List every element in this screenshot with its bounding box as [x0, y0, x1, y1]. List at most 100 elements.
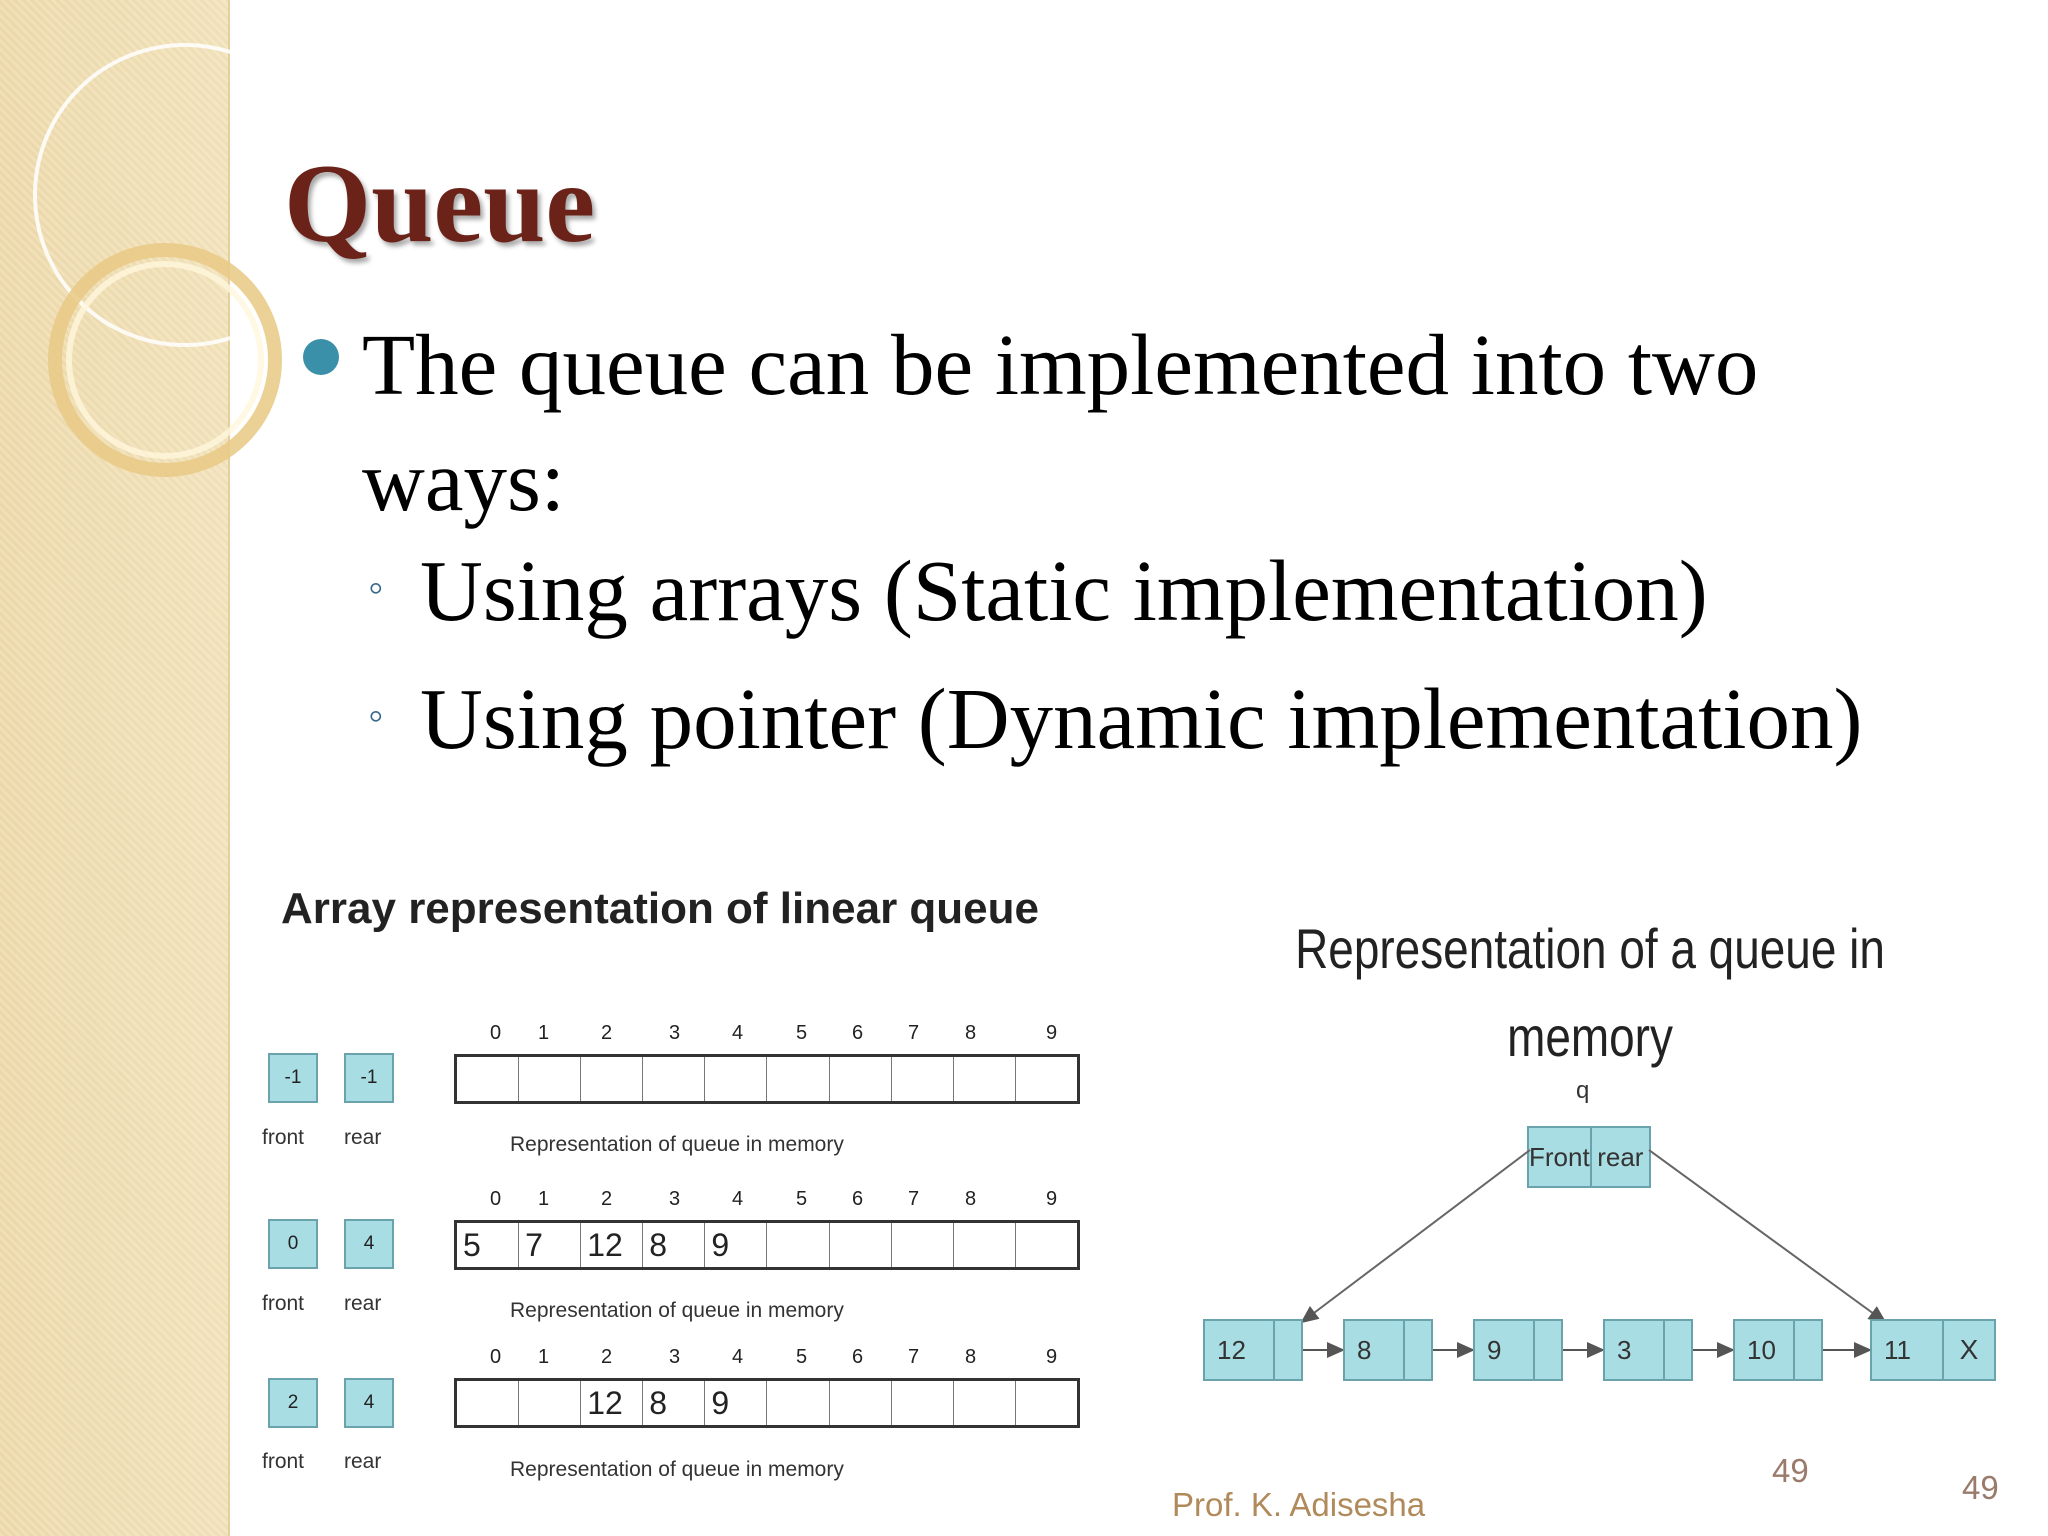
array-cell: [767, 1223, 830, 1267]
node-pointer: [1535, 1321, 1561, 1379]
node-pointer: [1795, 1321, 1821, 1379]
node-value: 11: [1872, 1321, 1944, 1379]
array-cell: [954, 1223, 1016, 1267]
array-index-label: 7: [908, 1188, 920, 1210]
list-node: 8: [1343, 1319, 1433, 1381]
array-cell: [457, 1057, 520, 1101]
array-index-label: 2: [601, 1188, 613, 1210]
rear-label: rear: [344, 1292, 382, 1315]
array-index-label: 5: [796, 1188, 808, 1210]
array-index-label: 6: [852, 1188, 864, 1210]
array-index-label: 5: [796, 1022, 808, 1044]
array-caption: Representation of queue in memory: [510, 1133, 844, 1156]
array-index-label: 0: [490, 1022, 502, 1044]
rear-label: rear: [344, 1126, 382, 1149]
sub-bullet-arrays: Using arrays (Static implementation): [420, 542, 1708, 639]
array-cell: [892, 1223, 954, 1267]
list-node: 3: [1603, 1319, 1693, 1381]
queue-array: [454, 1054, 1080, 1104]
array-cell: 8: [643, 1223, 706, 1267]
array-cell: 9: [705, 1223, 768, 1267]
decorative-rings: [33, 43, 300, 477]
front-label: front: [262, 1126, 305, 1149]
array-caption: Representation of queue in memory: [510, 1299, 844, 1322]
array-cell: [767, 1057, 830, 1101]
array-index-label: 0: [490, 1346, 502, 1368]
rear-box: 4: [344, 1219, 394, 1269]
array-index-label: 3: [669, 1188, 681, 1210]
array-cell: [643, 1057, 706, 1101]
footer-author: Prof. K. Adisesha: [1172, 1486, 1426, 1523]
array-index-label: 3: [669, 1346, 681, 1368]
node-pointer: [1665, 1321, 1691, 1379]
node-value: 8: [1345, 1321, 1405, 1379]
slide-number: 49: [1962, 1469, 1999, 1506]
sidebar-edge: [228, 0, 230, 1536]
array-index-label: 0: [490, 1188, 502, 1210]
array-cell: [519, 1381, 582, 1425]
array-cell: 8: [643, 1381, 706, 1425]
array-index-label: 9: [1046, 1188, 1058, 1210]
array-cell: [830, 1223, 892, 1267]
sub-bullet-pointer: Using pointer (Dynamic implementation): [420, 670, 1863, 767]
array-index-label: 4: [732, 1346, 744, 1368]
array-index-label: 6: [852, 1346, 864, 1368]
array-cell: [767, 1381, 830, 1425]
array-cell: [892, 1381, 954, 1425]
front-pointer-arrow: [1300, 1149, 1531, 1324]
array-index-label: 4: [732, 1188, 744, 1210]
array-cell: [705, 1057, 768, 1101]
list-node: 10: [1733, 1319, 1823, 1381]
list-node: 9: [1473, 1319, 1563, 1381]
array-index-label: 1: [538, 1188, 550, 1210]
list-node: 11 X: [1870, 1319, 1996, 1381]
array-cell: 5: [457, 1223, 520, 1267]
array-index-label: 5: [796, 1346, 808, 1368]
front-field: Front: [1529, 1128, 1592, 1186]
array-index-label: 9: [1046, 1022, 1058, 1044]
linked-diagram-title: Representation of a queue in memory: [1295, 917, 1885, 1068]
array-cell: [954, 1381, 1016, 1425]
node-value: 3: [1605, 1321, 1665, 1379]
array-cell: [581, 1057, 644, 1101]
null-pointer: X: [1959, 1334, 1979, 1365]
front-rear-node: Front rear: [1527, 1126, 1651, 1188]
node-value: 12: [1205, 1321, 1275, 1379]
front-box: 0: [268, 1219, 318, 1269]
array-index-label: 8: [965, 1022, 977, 1044]
page-number: 49: [1772, 1452, 1809, 1489]
array-index-label: 2: [601, 1022, 613, 1044]
list-node: 12: [1203, 1319, 1303, 1381]
array-cell: 12: [581, 1223, 644, 1267]
bullet-text-line1: The queue can be implemented into two: [362, 316, 1759, 413]
array-index-label: 1: [538, 1346, 550, 1368]
node-value: 10: [1735, 1321, 1795, 1379]
array-index-label: 1: [538, 1022, 550, 1044]
array-index-label: 8: [965, 1188, 977, 1210]
slide-title: Queue: [284, 142, 596, 266]
queue-array: 5 7 12 8 9: [454, 1220, 1080, 1270]
array-diagram-title: Array representation of linear queue: [281, 884, 1039, 933]
rear-box: -1: [344, 1053, 394, 1103]
array-index-label: 2: [601, 1346, 613, 1368]
array-cell: [519, 1057, 582, 1101]
queue-array: 12 8 9: [454, 1378, 1080, 1428]
bullet-dot: [303, 339, 339, 375]
array-index-label: 6: [852, 1022, 864, 1044]
q-pointer-label: q: [1576, 1077, 1590, 1104]
front-label: front: [262, 1292, 305, 1315]
array-cell: [830, 1381, 892, 1425]
sub-bullet-marker: ◦: [368, 691, 384, 740]
node-pointer: [1405, 1321, 1431, 1379]
rear-field: rear: [1597, 1141, 1644, 1172]
front-box: 2: [268, 1378, 318, 1428]
node-pointer: [1275, 1321, 1301, 1379]
rear-pointer-arrow: [1648, 1149, 1887, 1324]
rear-box: 4: [344, 1378, 394, 1428]
array-index-label: 8: [965, 1346, 977, 1368]
array-cell: [954, 1057, 1016, 1101]
front-box: -1: [268, 1053, 318, 1103]
array-cell: 12: [581, 1381, 644, 1425]
front-label: front: [262, 1450, 305, 1473]
